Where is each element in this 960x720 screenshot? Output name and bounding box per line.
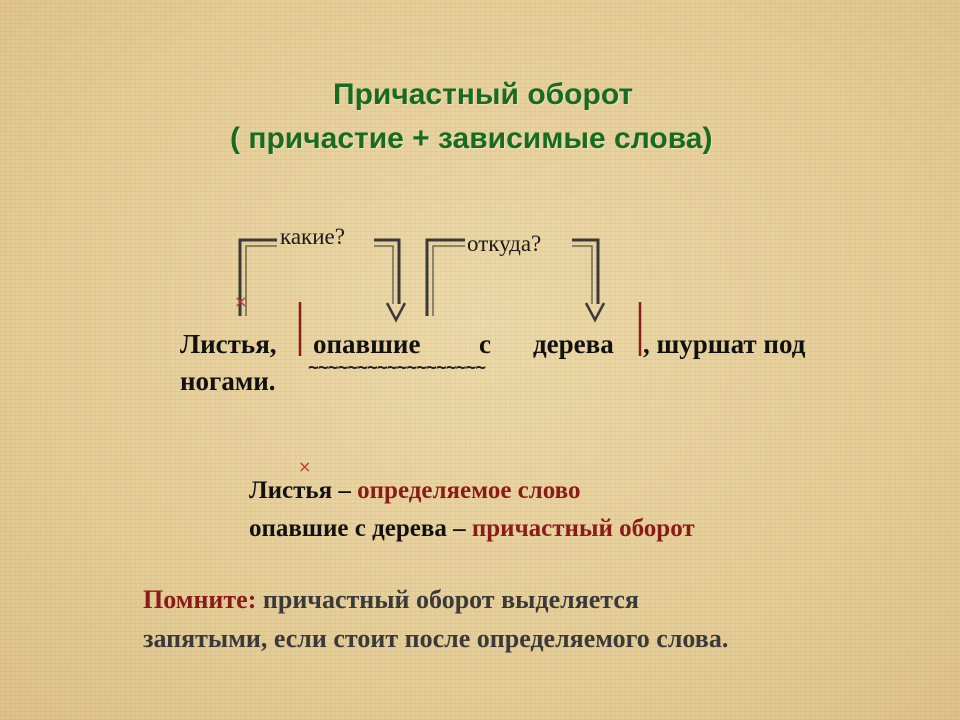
definition-line-2: опавшие с дерева – причастный оборот xyxy=(249,515,695,543)
arrow-what-kind-inner xyxy=(374,245,394,304)
definition-phrase: опавшие с дерева xyxy=(249,515,447,542)
question-where-from: откуда? xyxy=(467,231,542,256)
title-line-2: ( причастие + зависимые слова) xyxy=(230,122,713,155)
sentence-rest: , шуршат под xyxy=(643,329,806,359)
defined-word-mark: × xyxy=(234,292,248,311)
note-text-1: причастный оборот выделяется xyxy=(256,585,639,614)
note-line-2: запятыми, если стоит после определяемого… xyxy=(143,624,729,653)
definition-label-defined-word: определяемое слово xyxy=(357,477,581,504)
definition-word: Листья xyxy=(249,477,333,504)
definition-dash-1: – xyxy=(332,477,358,504)
note-line-1: Помните: причастный оборот выделяется xyxy=(143,585,639,615)
sentence-word-tree: дерева xyxy=(533,329,614,359)
wavy-underline: ~~~~~~~~~~~~~~~~~~ xyxy=(308,357,486,378)
definition-dash-2: – xyxy=(446,515,472,542)
arrow-what-kind-head xyxy=(385,302,407,323)
definition-label-participial-phrase: причастный оборот xyxy=(471,515,695,542)
bracket-what-kind xyxy=(238,238,277,316)
bracket-where-from xyxy=(425,238,465,316)
sentence-word-leaves: Листья, xyxy=(180,329,277,359)
definition-word-mark: × xyxy=(298,457,312,476)
bracket-where-from-inner xyxy=(432,245,465,316)
arrow-where-from-inner xyxy=(572,245,593,304)
definition-line-1: Листья – определяемое слово xyxy=(249,477,581,505)
question-what-kind: какие? xyxy=(280,224,345,249)
arrow-where-from-head xyxy=(584,302,606,323)
title-line-1: Причастный оборот xyxy=(333,78,634,111)
sentence-word-from: с xyxy=(479,329,491,359)
arrow-what-kind xyxy=(374,238,401,304)
note-label: Помните: xyxy=(143,585,257,614)
bracket-what-kind-inner xyxy=(245,245,277,316)
arrow-where-from xyxy=(572,238,600,304)
sentence-line-2: ногами. xyxy=(180,366,276,396)
sentence-word-fallen: опавшие xyxy=(313,329,421,359)
